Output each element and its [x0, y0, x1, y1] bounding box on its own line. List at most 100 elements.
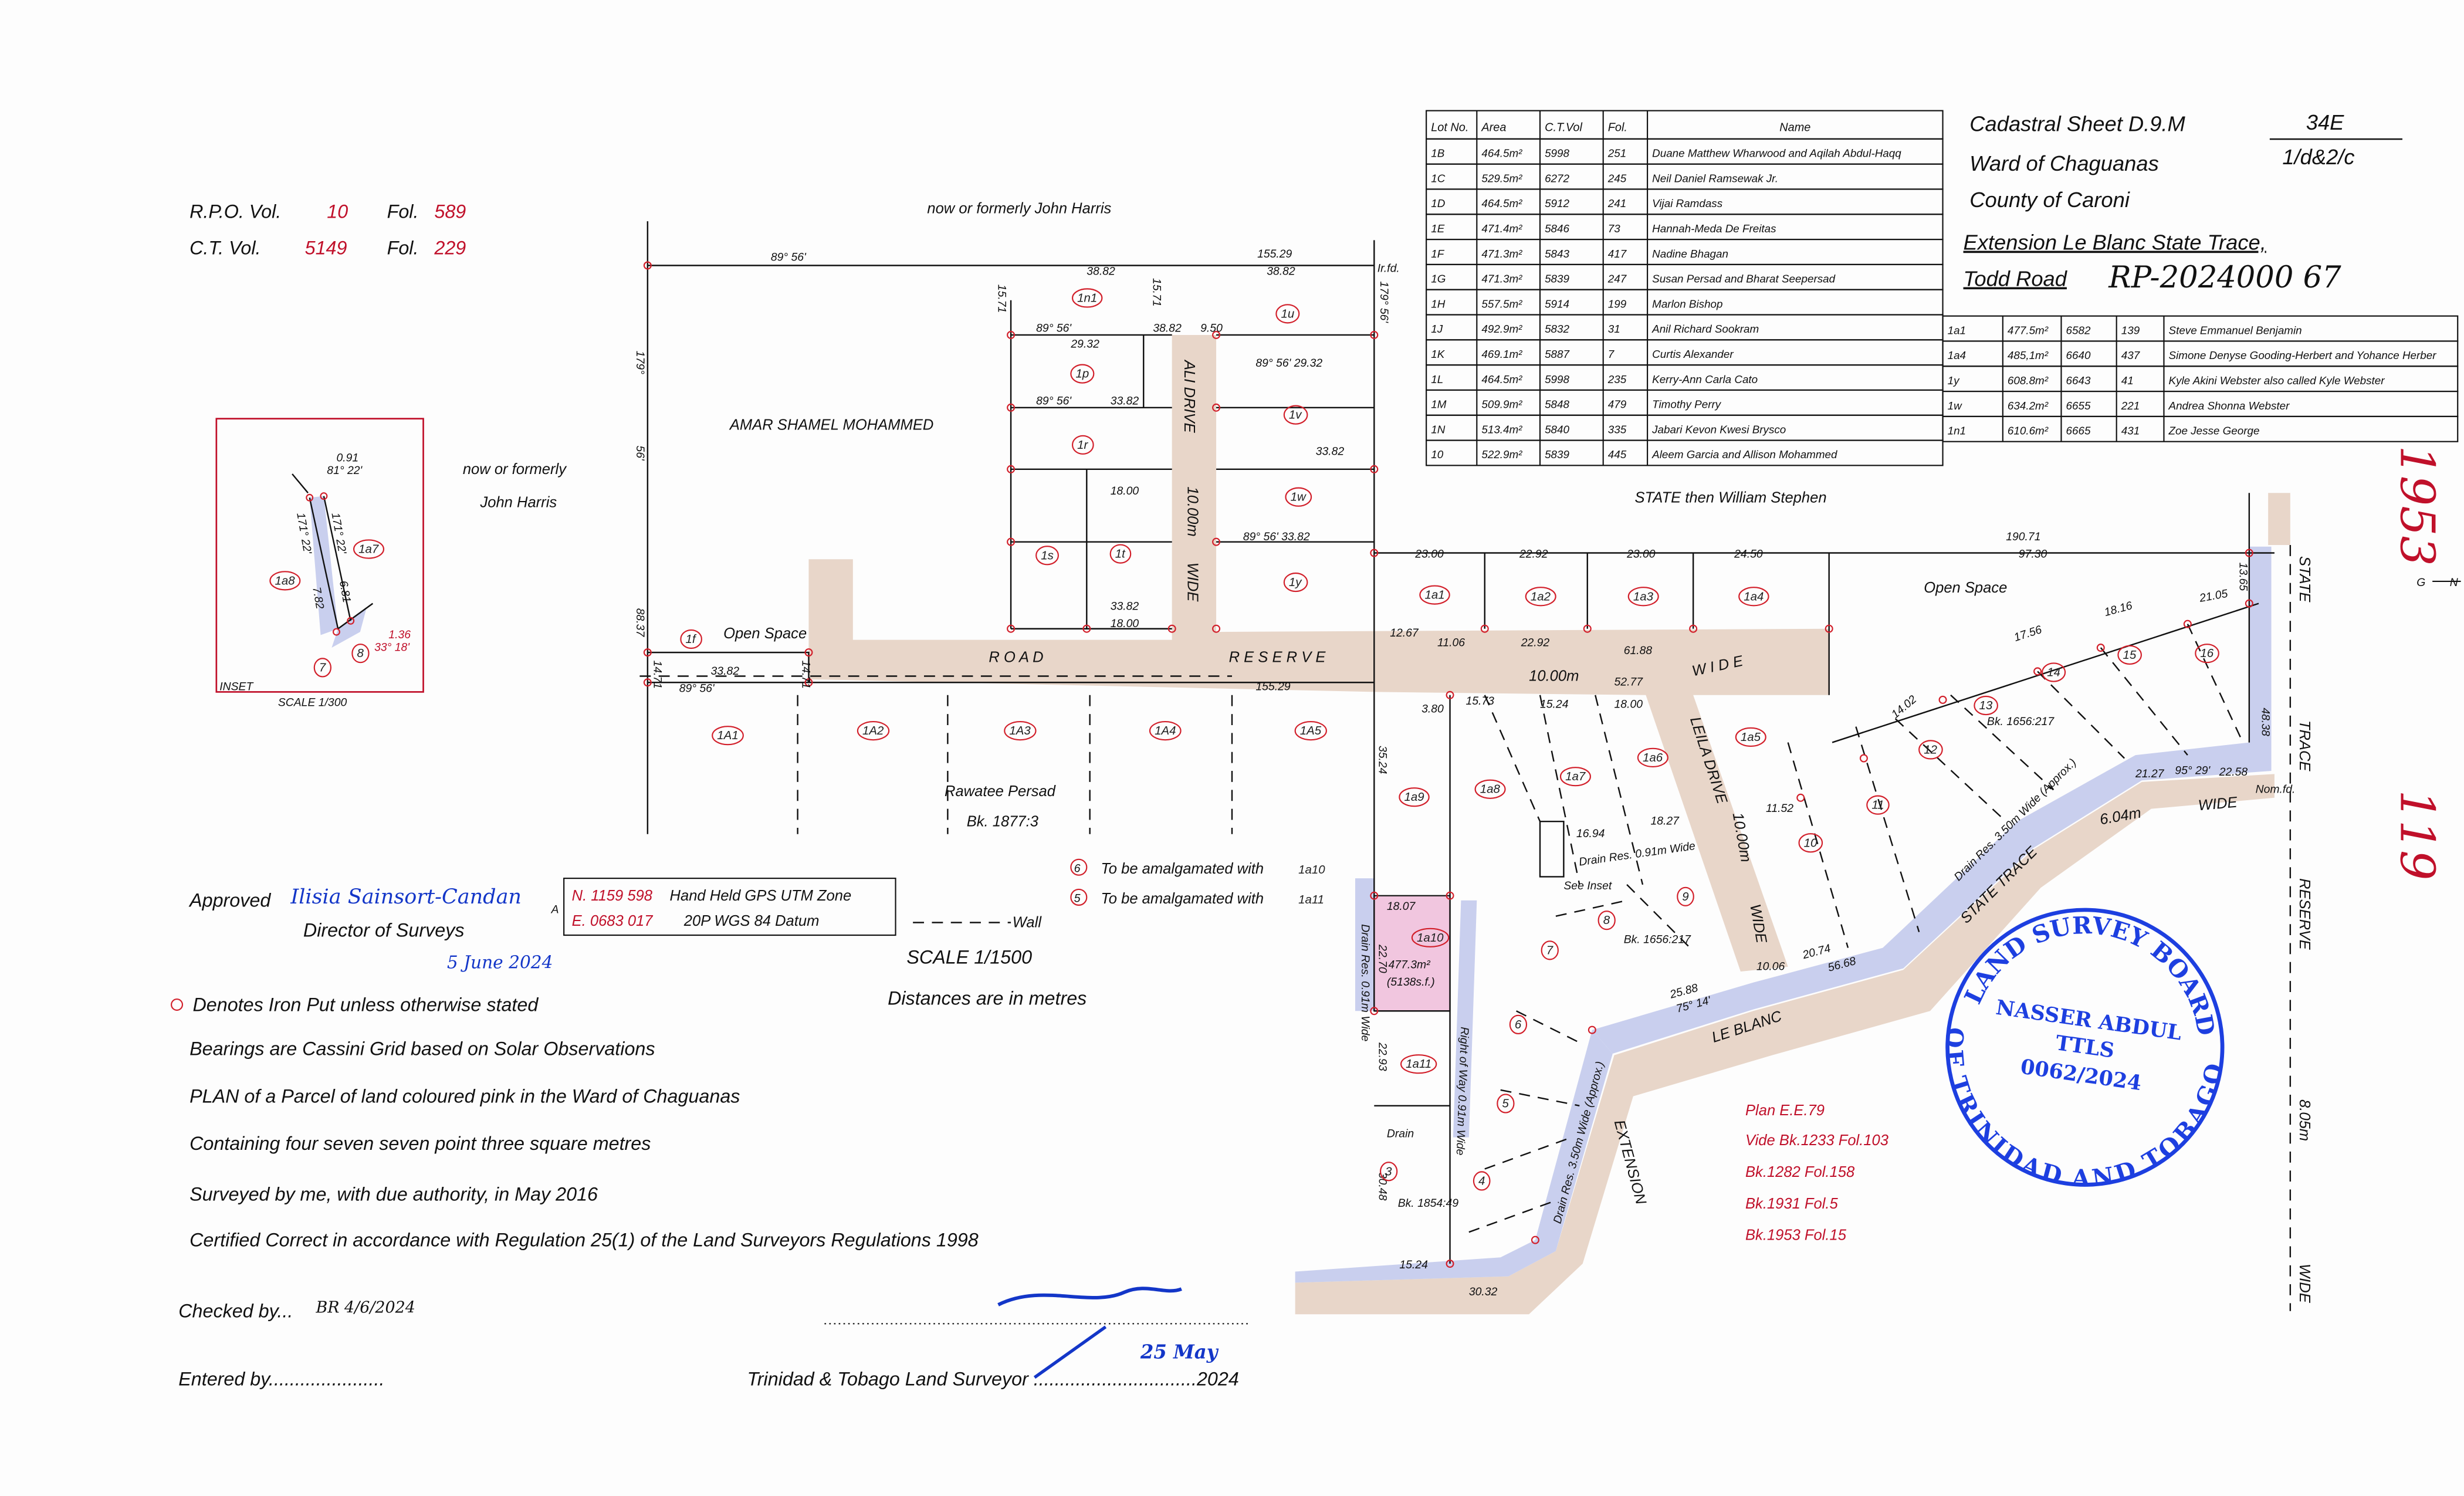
dimension: 38.82	[1153, 322, 1182, 335]
wall-legend-label: Wall	[1013, 915, 1043, 931]
lot-label: 1a6	[1643, 751, 1663, 764]
state-reserve-label-3: RESERVE	[2296, 878, 2313, 950]
dimension: 11.52	[1766, 802, 1793, 815]
ct-fol: 229	[434, 238, 466, 259]
dimension: 190.71	[2006, 530, 2040, 543]
table-cell: 1F	[1431, 248, 1444, 260]
lot-circle	[1419, 585, 1450, 605]
sheet-numerator: 34E	[2306, 110, 2344, 134]
rpo-fol: 589	[434, 201, 466, 222]
lot-label: 1A3	[1009, 724, 1031, 737]
table-cell: Curtis Alexander	[1652, 348, 1734, 360]
inset-lines	[292, 473, 374, 629]
dimension: 15.24	[1399, 1258, 1428, 1271]
lot-circle	[1798, 833, 1823, 853]
table-cell: 41	[2121, 374, 2134, 387]
lot-circle	[1637, 747, 1668, 767]
table-cell: Kyle Akini Webster also called Kyle Webs…	[2169, 374, 2385, 387]
table-cell: Simone Denyse Gooding-Herbert and Yohanc…	[2169, 349, 2437, 361]
gps-box	[563, 878, 896, 936]
lot-circle	[1004, 721, 1037, 741]
table-cell: 471.3m²	[1481, 248, 1522, 260]
dimension: 95° 29'	[2175, 764, 2211, 777]
open-space-label-1: Open Space	[723, 625, 807, 642]
road-reserve	[808, 334, 1829, 972]
surveyor-date: 25 May	[1140, 1341, 1219, 1363]
table-cell: 464.5m²	[1481, 373, 1522, 385]
table-cell: Andrea Shonna Webster	[2168, 400, 2290, 412]
ct-fol-label: Fol.	[387, 238, 419, 259]
table-cell: Neil Daniel Ramsewak Jr.	[1652, 172, 1778, 184]
lot-label: 1a11	[1406, 1057, 1431, 1071]
parcel-area: 477.3m²	[1389, 959, 1431, 972]
lot-circle	[857, 721, 890, 741]
sheet-denominator: 1/d&2/c	[2282, 145, 2354, 169]
lot-circle	[1109, 544, 1132, 564]
open-space-label-2: Open Space	[1924, 580, 2007, 596]
lot-label: 4	[1478, 1174, 1485, 1187]
dimension: 18.27	[1650, 815, 1680, 828]
plan-ref: Bk.1931 Fol.5	[1745, 1196, 1839, 1212]
lot-circle	[1597, 911, 1616, 930]
right-of-way-strip	[1453, 900, 1477, 1138]
lot-label: 9	[1682, 890, 1688, 903]
table-cell: 471.4m²	[1481, 222, 1522, 235]
dimension: 3.80	[1421, 702, 1444, 715]
lot-circle	[1149, 721, 1182, 741]
drain-label-3: Drain Res. 0.91m Wide	[1359, 924, 1372, 1041]
dimension: 89° 56'	[771, 251, 807, 263]
dimension: 38.82	[1087, 265, 1115, 278]
lot-circle	[1559, 767, 1591, 787]
dimension: 33.82	[1111, 394, 1139, 407]
table-row	[1426, 439, 1944, 466]
see-inset-label: See Inset	[1563, 879, 1612, 892]
dimension: 38.82	[1267, 265, 1295, 278]
dimension: 30.32	[1469, 1285, 1498, 1298]
lot-label: 1a8	[275, 574, 295, 587]
lot-circle	[1285, 487, 1312, 507]
lot-label: 1y	[1289, 576, 1302, 589]
table-cell: 1C	[1431, 172, 1445, 184]
table-cell: Timothy Perry	[1652, 398, 1722, 411]
sheet-label: Cadastral Sheet D.9.M	[1969, 112, 2185, 136]
amalg-target: 1a11	[1298, 893, 1324, 906]
inset-drain-2	[331, 608, 367, 648]
plan-ref: Bk.1282 Fol.158	[1745, 1164, 1855, 1180]
table-cell: 610.6m²	[2008, 425, 2049, 437]
dimension: 15.71	[1150, 278, 1163, 307]
grid-north-label: G	[2416, 576, 2425, 589]
le-blanc-extension-road	[1295, 774, 2275, 1315]
gps-marker: A	[551, 903, 559, 916]
dimension: 24.50	[1734, 548, 1763, 561]
ct-vol: 5149	[305, 238, 347, 259]
dimension: 33.82	[711, 665, 740, 678]
lot-labels: 1n1 1u 1p 1v 1r 1w 1s 1t 1y 1f 1a1 1a2 1…	[269, 288, 2219, 1191]
table-cell: 6655	[2066, 400, 2091, 412]
lot-circle	[1627, 587, 1659, 607]
drain-label-5: Drain	[1387, 1128, 1414, 1140]
lot-label: 1a3	[1633, 590, 1654, 603]
drain-reserve-left	[1355, 878, 1375, 1011]
table-cell: 1E	[1431, 222, 1444, 235]
dimension: 21.27	[2135, 767, 2165, 780]
lot-circle	[1866, 795, 1890, 815]
iron-put-markers	[643, 261, 2253, 1268]
book-ref: Bk. 1656:217	[1987, 715, 2055, 728]
dimension: 179°	[634, 351, 647, 374]
dimension: 89° 56'	[1036, 322, 1072, 335]
state-reserve-label-1: STATE	[2296, 556, 2313, 603]
gps-easting-text: 20P WGS 84 Datum	[683, 913, 820, 929]
lot-label: 8	[1603, 913, 1610, 927]
table-cell: 6665	[2066, 425, 2091, 437]
plan-ref: Plan E.E.79	[1745, 1102, 1825, 1119]
lot-circle	[1474, 779, 1506, 799]
dimension: 179° 56'	[1377, 281, 1390, 323]
table-cell: 1N	[1431, 423, 1445, 435]
plan-note: PLAN of a Parcel of land coloured pink i…	[189, 1085, 740, 1106]
table-cell: 485,1m²	[2008, 349, 2049, 361]
dimension: 15.73	[1465, 695, 1494, 708]
surveyed-note: Surveyed by me, with due authority, in M…	[189, 1183, 598, 1204]
table-cell: 509.9m²	[1481, 398, 1522, 411]
